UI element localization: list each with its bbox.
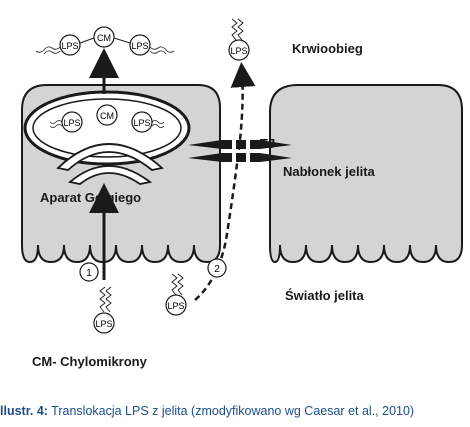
route-2-label: 2: [214, 264, 220, 275]
lps-label: LPS: [167, 301, 184, 311]
secreted-chylomicron: LPS CM LPS: [35, 26, 175, 56]
cm-label: CM: [97, 33, 111, 43]
route-2: LPS 2: [165, 62, 256, 316]
label-nablonek: Nabłonek jelita: [283, 164, 376, 179]
lps-label: LPS: [230, 46, 247, 56]
figure-caption: llustr. 4: Translokacja LPS z jelita (zm…: [0, 404, 470, 418]
label-swiatlo-jelita: Światło jelita: [285, 288, 365, 303]
lps-label: LPS: [63, 118, 80, 128]
caption-text: Translokacja LPS z jelita (zmodyfikowano…: [47, 404, 415, 418]
caption-prefix: llustr. 4:: [0, 404, 48, 418]
golgi-apparatus: [56, 143, 164, 185]
lps-blood: LPS: [228, 18, 250, 61]
label-tj: TJ: [260, 136, 275, 151]
tight-junction: [188, 140, 292, 162]
label-aparat-golgiego: Aparat Golgiego: [40, 190, 141, 205]
route-1-label: 1: [86, 268, 92, 279]
vesicle: [23, 90, 191, 166]
lps-label: LPS: [133, 118, 150, 128]
right-cell: [269, 84, 463, 264]
lps-label: LPS: [131, 41, 148, 51]
lps-label: LPS: [61, 41, 78, 51]
legend-cm: CM- Chylomikrony: [32, 354, 148, 369]
vesicle-inner: [32, 98, 182, 158]
label-krwiobieg: Krwioobieg: [292, 41, 363, 56]
route-1: LPS 1: [79, 183, 119, 334]
lps-label: LPS: [95, 319, 112, 329]
cm-label: CM: [100, 111, 114, 121]
vesicle-molecules: LPS CM LPS: [49, 104, 165, 133]
